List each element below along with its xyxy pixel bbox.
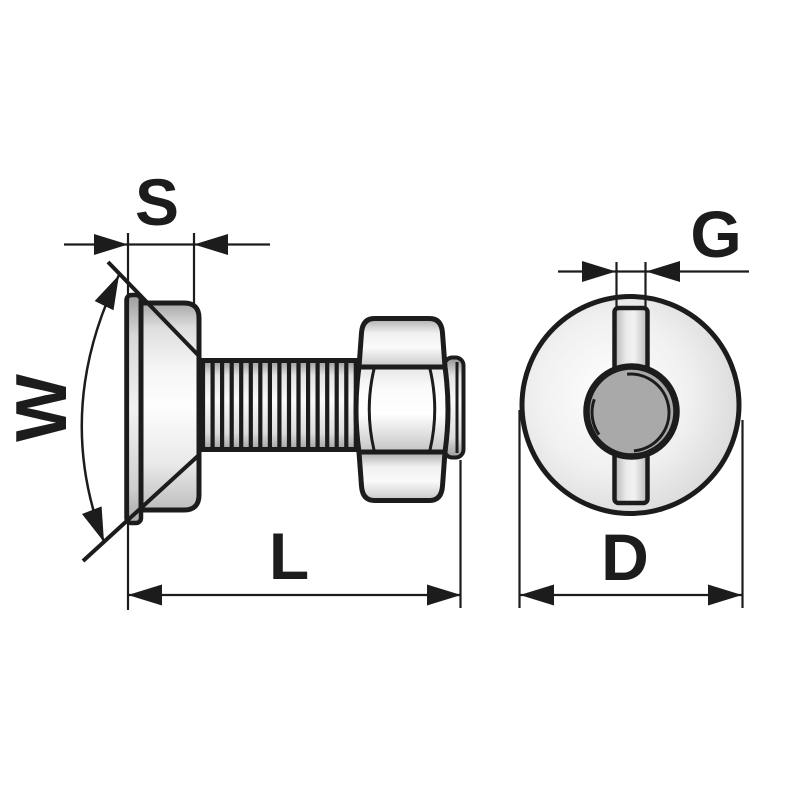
shaft-end-inner-arc-right: [626, 372, 671, 453]
nut-middle-face: [353, 364, 451, 455]
dimension-s: S: [64, 165, 270, 610]
dim-label-l: L: [269, 519, 309, 593]
s-arrowhead-left: [94, 234, 128, 255]
s-arrowhead-right: [194, 234, 228, 255]
dim-label-g: G: [690, 197, 741, 271]
dimension-d: D: [518, 410, 744, 608]
dim-label-s: S: [135, 165, 179, 239]
bolt-front-view: [519, 262, 742, 516]
dim-label-d: D: [601, 520, 649, 594]
d-arrowhead-right: [708, 584, 742, 606]
dim-label-w: W: [2, 374, 82, 442]
nut-top-face: [356, 316, 448, 370]
l-arrowhead-right: [427, 584, 461, 606]
g-arrowhead-left: [582, 261, 616, 282]
shaft-end-inner-arc-left: [590, 398, 601, 436]
shaft-edges: [197, 358, 359, 452]
nut-bottom-face: [356, 449, 448, 503]
head-cone-edge-bottom: [81, 453, 201, 563]
thread-lines: [200, 362, 358, 448]
w-angle-arc: [80, 274, 121, 543]
dimension-g: G: [558, 197, 749, 282]
nut-chamfer-arc-left: [367, 368, 376, 451]
hex-nut: [353, 316, 451, 503]
l-arrowhead-left: [128, 584, 162, 606]
bolt-side-view: [81, 260, 466, 563]
nut-chamfer-arc-right: [428, 368, 437, 451]
head-cone-edge-top: [106, 260, 201, 358]
g-arrowhead-right: [646, 261, 680, 282]
shaft-end-circle: [583, 363, 680, 460]
w-arrowhead-bottom: [82, 506, 104, 542]
w-arrowhead-top: [94, 275, 119, 311]
dimension-w: W: [2, 274, 121, 543]
bolt-head-body: [138, 300, 202, 513]
d-arrowhead-left: [520, 584, 554, 606]
dimension-l: L: [128, 460, 462, 608]
